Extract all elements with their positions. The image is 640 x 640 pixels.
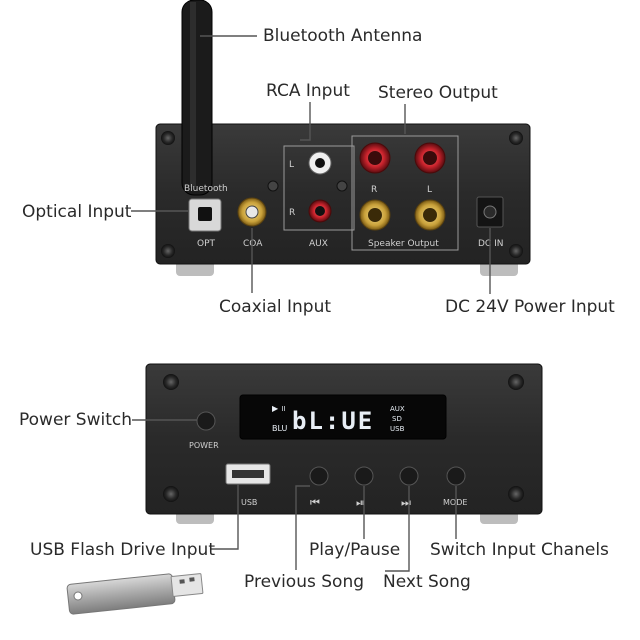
- usb-port-slot: [232, 470, 264, 478]
- display-text: bL:UE: [292, 407, 374, 435]
- display-source-aux: AUX: [390, 405, 405, 413]
- display-mode-label: BLU: [272, 424, 288, 433]
- speaker-output-group: [351, 135, 459, 251]
- speaker-output-label: Speaker Output: [368, 239, 439, 249]
- rca-left-center: [315, 158, 325, 168]
- mode-label: MODE: [443, 498, 467, 507]
- usb-drive-connector: [170, 573, 204, 597]
- rca-left-label: L: [289, 160, 294, 170]
- usb-connector-hole: [189, 577, 195, 582]
- callout-dc-power-input: DC 24V Power Input: [445, 297, 615, 317]
- power-switch[interactable]: [196, 411, 216, 431]
- callout-coaxial-input: Coaxial Input: [219, 297, 332, 317]
- front-panel: ▶ ॥ BLU bL:UE AUX SD USB POWER USB ⏮ ⏯ ⏭…: [145, 363, 543, 524]
- coa-label: COA: [243, 239, 263, 249]
- callout-switch-input-channels: Switch Input Chanels: [430, 540, 609, 560]
- previous-song-button[interactable]: [309, 466, 329, 486]
- terminal-hole: [368, 208, 382, 222]
- next-icon: ⏭: [401, 496, 411, 509]
- usb-drive-loop: [73, 591, 83, 601]
- bluetooth-label: Bluetooth: [184, 184, 228, 194]
- ground-post: [336, 180, 348, 192]
- usb-connector-hole: [179, 579, 185, 584]
- screw-icon: [163, 486, 179, 502]
- speaker-l-label: L: [427, 185, 432, 195]
- screw-icon: [508, 374, 524, 390]
- terminal-hole: [423, 151, 437, 165]
- led-display: [239, 394, 447, 440]
- rear-callout-lines: [131, 35, 491, 294]
- next-line: [385, 486, 410, 572]
- usb-line: [210, 484, 239, 550]
- callout-optical-input: Optical Input: [22, 202, 132, 222]
- dc-jack-hole: [483, 205, 497, 219]
- callout-power-switch: Power Switch: [19, 410, 133, 430]
- bluetooth-antenna: [181, 0, 213, 196]
- coaxial-center: [245, 205, 259, 219]
- play-pause-icon: ⏯: [356, 496, 365, 509]
- rca-input-line: [300, 102, 311, 141]
- dc-in-label: DC IN: [478, 239, 503, 249]
- display-source-usb: USB: [390, 425, 405, 433]
- rear-panel: Bluetooth OPT COA L R AUX R L Speaker: [155, 0, 531, 276]
- rca-input-group: [283, 145, 355, 231]
- aux-label: AUX: [309, 239, 328, 249]
- usb-label: USB: [241, 498, 257, 507]
- speaker-r-label: R: [371, 185, 377, 195]
- optical-shutter: [198, 207, 212, 221]
- screw-icon: [161, 244, 175, 258]
- screw-icon: [163, 374, 179, 390]
- rca-right-center: [315, 206, 325, 216]
- next-song-button[interactable]: [399, 466, 419, 486]
- callout-usb-flash-drive-input: USB Flash Drive Input: [30, 540, 215, 560]
- callout-next-song: Next Song: [383, 572, 471, 592]
- screw-icon: [161, 131, 175, 145]
- terminal-hole: [423, 208, 437, 222]
- rca-right-label: R: [289, 208, 295, 218]
- usb-flash-drive: [66, 573, 204, 615]
- opt-label: OPT: [197, 239, 216, 249]
- ground-post: [267, 180, 279, 192]
- screw-icon: [508, 486, 524, 502]
- previous-icon: ⏮: [310, 496, 320, 509]
- mode-button[interactable]: [446, 466, 466, 486]
- callout-bluetooth-antenna: Bluetooth Antenna: [263, 26, 423, 46]
- power-label: POWER: [189, 441, 219, 450]
- usb-drive-body: [66, 573, 176, 615]
- display-play-indicator: ▶ ॥: [272, 404, 286, 413]
- front-callout-lines: [132, 419, 457, 572]
- screw-icon: [509, 131, 523, 145]
- screw-icon: [509, 244, 523, 258]
- callout-stereo-output: Stereo Output: [378, 83, 498, 103]
- play-pause-button[interactable]: [354, 466, 374, 486]
- previous-line: [295, 485, 310, 570]
- callout-previous-song: Previous Song: [244, 572, 365, 592]
- callout-play-pause: Play/Pause: [309, 540, 401, 560]
- antenna-highlight: [190, 2, 196, 187]
- terminal-hole: [368, 151, 382, 165]
- callout-rca-input: RCA Input: [266, 81, 350, 101]
- display-source-sd: SD: [392, 415, 402, 423]
